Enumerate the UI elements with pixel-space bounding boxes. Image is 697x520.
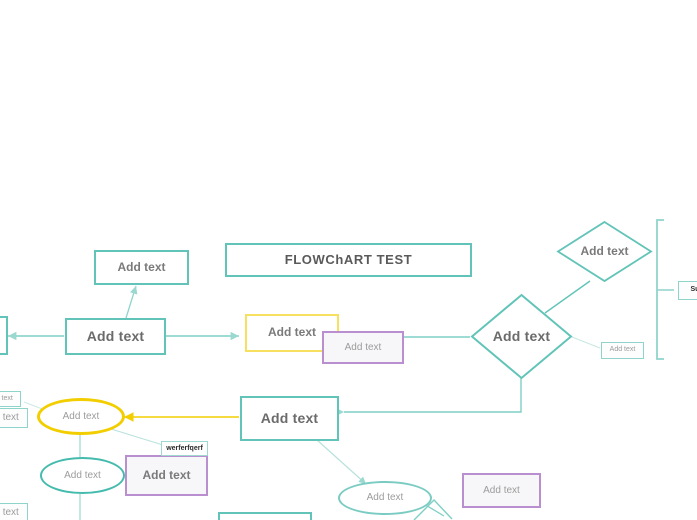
node-edge-chip-2-label: Add text	[0, 412, 19, 424]
node-yellow-rect-label: Add text	[268, 325, 316, 340]
node-top-left[interactable]: Add text	[94, 250, 189, 285]
edge-diamond-to-centerrect	[344, 376, 522, 417]
edge-yellowellipse-to-label	[110, 428, 164, 446]
node-offcanvas-left[interactable]	[0, 316, 8, 355]
node-edge-chip-3-label: Add text	[0, 507, 19, 519]
node-left-main[interactable]: Add text	[65, 318, 166, 355]
node-edge-chip-1[interactable]: Add text	[0, 391, 21, 407]
node-title-label: FLOWChART TEST	[284, 251, 413, 267]
edge-lowellipse-to-bottom	[423, 503, 445, 517]
node-purple-mid-label: Add text	[344, 341, 382, 353]
node-center-rect-label: Add text	[260, 410, 319, 427]
node-ellipse-low-label: Add text	[366, 492, 404, 504]
diamond-top-shape	[556, 220, 653, 283]
node-edge-chip-2[interactable]: Add text	[0, 408, 28, 428]
bracket-label-box[interactable]: Su	[678, 281, 697, 300]
node-diamond-top[interactable]: Add text	[556, 220, 653, 283]
node-chip-right[interactable]: Add text	[601, 342, 644, 359]
node-title[interactable]: FLOWChART TEST	[225, 243, 472, 277]
node-diamond-main-label: Add text	[492, 328, 551, 345]
edge-label-werferfqerf-text: werferfqerf	[166, 445, 203, 452]
node-purple-low[interactable]: Add text	[125, 455, 208, 496]
node-diamond-top-label: Add text	[580, 243, 629, 258]
node-ellipse-yellow-label: Add text	[62, 410, 100, 422]
node-purple-right[interactable]: Add text	[462, 473, 541, 508]
node-purple-low-label: Add text	[142, 467, 191, 482]
node-center-rect[interactable]: Add text	[240, 396, 339, 441]
diamond-main-shape	[470, 293, 573, 380]
node-bottom-rect[interactable]	[218, 512, 312, 520]
node-purple-mid[interactable]: Add text	[322, 331, 404, 364]
node-edge-chip-3[interactable]: Add text	[0, 503, 28, 520]
node-ellipse-teal[interactable]: Add text	[40, 457, 125, 494]
edge-label-werferfqerf[interactable]: werferfqerf	[161, 441, 208, 456]
node-ellipse-low[interactable]: Add text	[338, 481, 432, 515]
edge-leftmain-to-topleft	[125, 285, 138, 319]
node-top-left-label: Add text	[117, 259, 166, 274]
node-left-main-label: Add text	[86, 328, 145, 345]
bracket-label: Su	[690, 286, 697, 294]
node-diamond-main[interactable]: Add text	[470, 293, 573, 380]
bracket-right	[656, 219, 664, 360]
node-ellipse-teal-label: Add text	[64, 469, 101, 481]
node-purple-right-label: Add text	[483, 484, 520, 496]
edge-centerrect-to-lowellipse	[316, 439, 367, 485]
node-ellipse-yellow[interactable]: Add text	[37, 398, 125, 435]
node-edge-chip-1-label: Add text	[0, 394, 13, 402]
node-chip-right-label: Add text	[609, 346, 636, 354]
edge-diamond-to-chip	[571, 336, 601, 349]
